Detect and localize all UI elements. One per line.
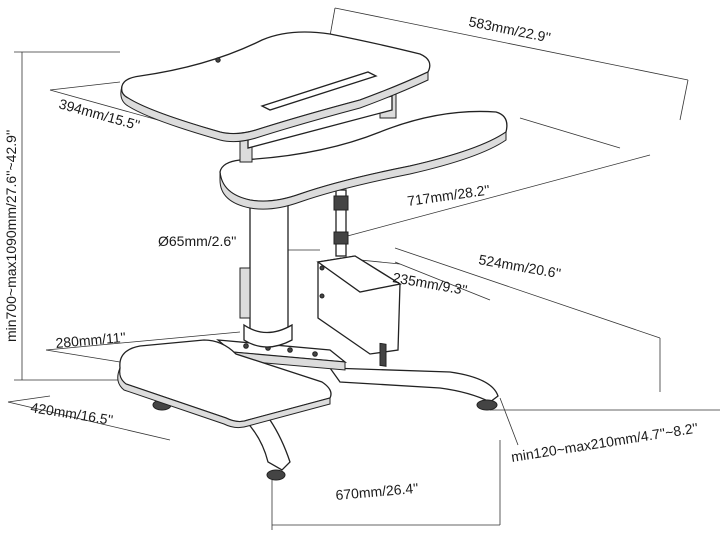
height-range-label: min700~max1090mm/27.6''~42.9'' — [3, 130, 19, 342]
base-width-label: 670mm/26.4'' — [335, 480, 419, 503]
foot-rest — [117, 339, 332, 429]
keyboard-width-label: 717mm/28.2'' — [406, 182, 491, 209]
base-frame — [152, 339, 499, 481]
foot-width-label: 420mm/16.5'' — [30, 399, 115, 428]
keyboard-tray — [219, 110, 508, 210]
column-diameter-label: Ø65mm/2.6'' — [158, 233, 236, 249]
adjust-range-label: min120~max210mm/4.7''~8.2'' — [510, 420, 699, 465]
lift-column — [239, 189, 349, 348]
bracket-width-label: 235mm/9.3'' — [391, 269, 468, 298]
base-depth-label: 524mm/20.6'' — [477, 251, 562, 281]
top-desk — [120, 31, 431, 163]
foot-depth-label: 280mm/11'' — [55, 329, 127, 351]
top-width-label: 583mm/22.9'' — [467, 13, 552, 45]
cpu-bracket — [316, 255, 402, 367]
